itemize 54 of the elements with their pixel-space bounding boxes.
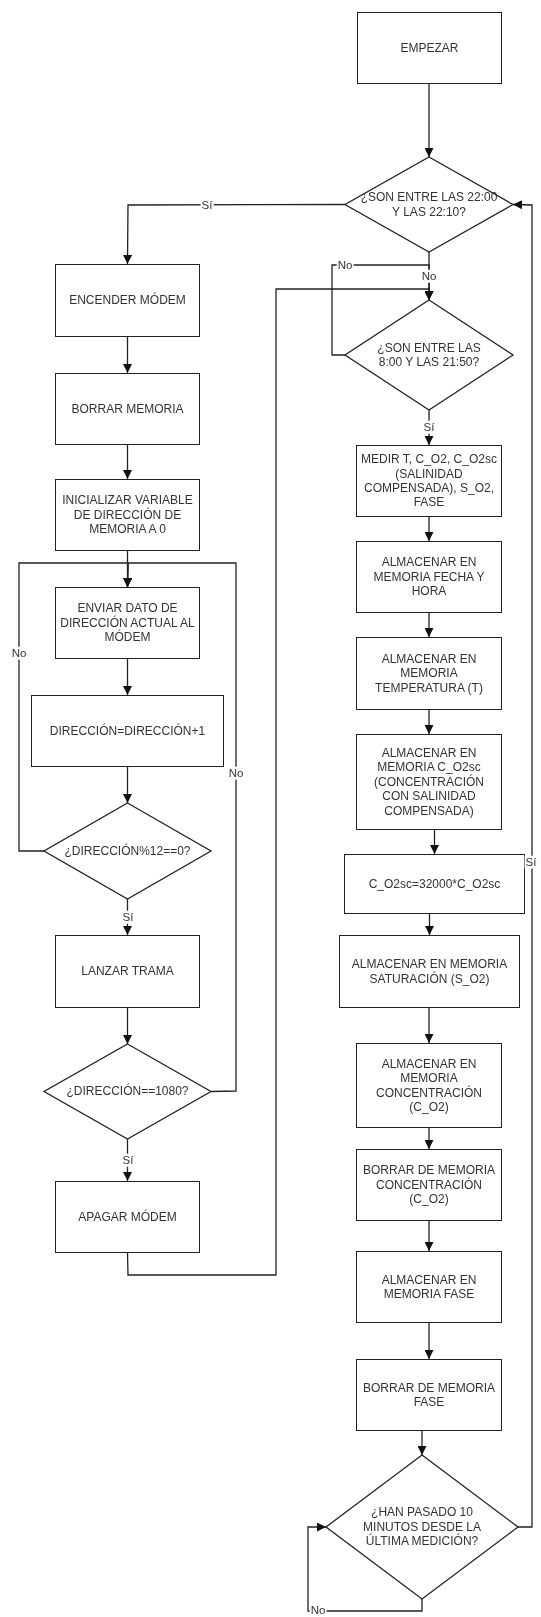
edge-label: No	[336, 258, 354, 272]
process-box: BORRAR DE MEMORIA CONCENTRACIÓN (C_O2)	[356, 1149, 502, 1221]
process-box: ENVIAR DATO DE DIRECCIÓN ACTUAL AL MÓDEM	[55, 587, 200, 659]
process-box: ALMACENAR EN MEMORIA FASE	[356, 1251, 502, 1323]
decision-diamond: ¿DIRECCIÓN%12==0?	[44, 803, 211, 899]
process-box: ALMACENAR EN MEMORIA SATURACIÓN (S_O2)	[339, 935, 520, 1008]
arrow	[331, 264, 434, 356]
process-box: ALMACENAR EN MEMORIA C_O2sc (CONCENTRACIÓN CON SALINIDAD COMPENSADA)	[356, 734, 502, 830]
decision-diamond: ¿HAN PASADO 10 MINUTOS DESDE LA ÚLTIMA MEDICIÓN?	[326, 1455, 518, 1599]
arrow	[512, 200, 533, 1528]
arrow	[424, 612, 434, 638]
arrow	[417, 1430, 427, 1456]
process-box: C_O2sc=32000*C_O2sc	[344, 854, 525, 914]
start-box: EMPEZAR	[357, 12, 502, 84]
edge-label: No	[10, 646, 28, 660]
process-box: ALMACENAR EN MEMORIA FECHA Y HORA	[356, 541, 502, 613]
edge-label: Sí	[524, 855, 538, 869]
edge-label: Sí	[121, 1153, 135, 1167]
arrow	[424, 1127, 434, 1150]
edge-label: No	[309, 1603, 327, 1617]
arrow	[424, 1220, 434, 1252]
process-box: BORRAR DE MEMORIA FASE	[356, 1359, 502, 1431]
arrow	[123, 658, 132, 696]
edge-label: No	[420, 269, 438, 283]
process-box: BORRAR MEMORIA	[55, 373, 200, 445]
edge-label: Sí	[121, 910, 135, 924]
edge-label: Sí	[200, 198, 214, 212]
edge-label: Sí	[422, 420, 436, 434]
edge-label: No	[227, 766, 245, 780]
decision-diamond: ¿DIRECCIÓN==1080?	[44, 1044, 211, 1139]
process-box: DIRECCIÓN=DIRECCIÓN+1	[31, 695, 224, 767]
arrow	[424, 83, 434, 158]
arrow	[425, 913, 434, 936]
arrow	[430, 829, 439, 855]
decision-diamond: ¿SON ENTRE LAS 22:00 Y LAS 22:10?	[345, 157, 513, 252]
arrow	[424, 709, 434, 735]
decision-diamond: ¿SON ENTRE LAS 8:00 Y LAS 21:50?	[345, 300, 513, 410]
process-box: ALMACENAR EN MEMORIA TEMPERATURA (T)	[356, 637, 502, 710]
arrow	[424, 1007, 434, 1044]
arrow	[123, 444, 132, 480]
process-box: ALMACENAR EN MEMORIA CONCENTRACIÓN (C_O2)	[356, 1043, 502, 1128]
process-box: LANZAR TRAMA	[55, 935, 200, 1008]
arrow	[123, 766, 132, 804]
arrow	[424, 516, 434, 542]
process-box: ENCENDER MÓDEM	[55, 264, 200, 337]
arrow	[307, 1522, 423, 1612]
process-box: INICIALIZAR VARIABLE DE DIRECCIÓN DE MEMORIA A 0	[55, 479, 200, 551]
arrow	[123, 1007, 132, 1045]
process-box: APAGAR MÓDEM	[55, 1181, 200, 1253]
arrow	[123, 203, 346, 265]
arrow	[123, 562, 237, 1093]
arrow	[424, 1322, 434, 1360]
process-box: MEDIR T, C_O2, C_O2sc (SALINIDAD COMPENSADA), S_O2, FASE	[356, 445, 502, 517]
arrow	[123, 336, 132, 374]
